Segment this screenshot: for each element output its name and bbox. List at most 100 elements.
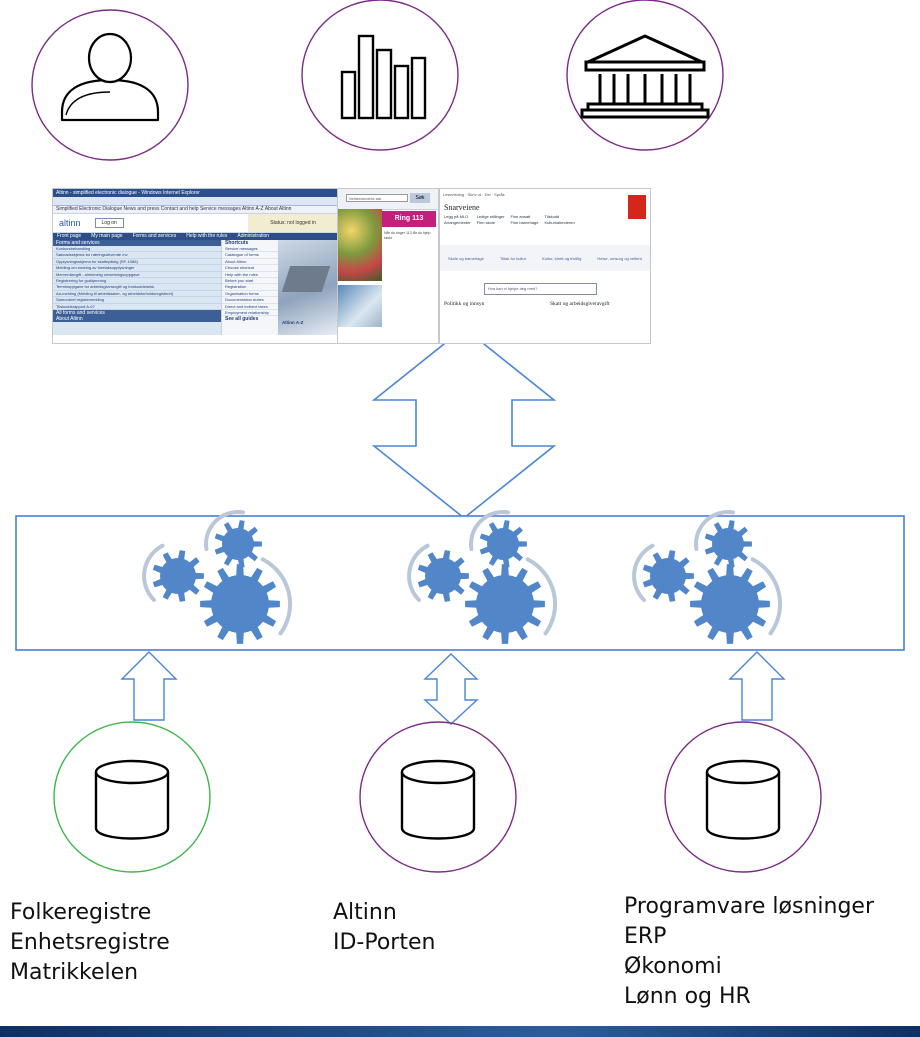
label-left-1: Enhetsregistre (10, 930, 170, 955)
gear-motion-arc (750, 557, 782, 636)
gear-icon (642, 550, 694, 602)
gear-group-3 (632, 510, 782, 644)
gear-icon (479, 520, 527, 568)
label-right-1: ERP (624, 924, 667, 949)
shortcut-row: Employment relationship (222, 310, 278, 317)
gear-icon (152, 550, 204, 602)
about-footer: About Altinn (53, 316, 221, 323)
altinn-tab: Front page (57, 233, 82, 239)
reg-link: Kulturkalenderen (544, 220, 575, 225)
shortcut-row: Help with the rules (222, 272, 278, 279)
double-arrow-large (371, 326, 557, 520)
double-arrow-middle (423, 653, 479, 725)
chart-circle (301, 0, 459, 151)
shortcut-row: Catalogue of forms (222, 252, 278, 259)
ring-text: Når du ringer 113 får du hjelp raskt (384, 231, 431, 240)
ring-banner: Ring 113 (382, 211, 436, 227)
reg-heading: Snarveiene (444, 203, 480, 212)
reg-link: Finn ansatt (510, 214, 531, 219)
altinn-tab: Administration (237, 233, 270, 239)
gear-icon (465, 564, 545, 644)
forms-heading: Forms and services (53, 240, 221, 246)
gear-icon (704, 520, 752, 568)
form-row: Melding om endring av foretaksopplysning… (53, 265, 221, 272)
database-icon (400, 759, 476, 840)
gear-motion-arc (204, 510, 245, 551)
reg-icon-label: Kultur, idrett og frivillig (542, 255, 582, 261)
reg-section-2: Skatt og arbeidsgiveravgift (550, 301, 610, 307)
reg-link: Finn barnehage (510, 220, 539, 225)
guides-footer: See all guides (225, 316, 259, 323)
person-circle (31, 9, 189, 161)
form-row: Terminoppgave for arbeidsgiveravgift og … (53, 284, 221, 291)
reg-topbar: Lesevisning · Skriv ut · Del · Språk (443, 192, 505, 197)
shortcut-row: About Altinn (222, 259, 278, 266)
laptop-image (281, 266, 331, 292)
shortcut-row: Choose shortcut (222, 265, 278, 272)
gear-group-1 (142, 510, 292, 644)
gear-motion-arc (407, 543, 430, 602)
label-right-0: Programvare løsninger (624, 894, 874, 919)
shortcuts-heading: Shortcuts (225, 240, 249, 246)
reg-icon-label: Helse, omsorg og velferd (597, 255, 642, 261)
laptop-photo: Altinn A-Z (278, 240, 338, 335)
building-circle (566, 0, 724, 151)
bar-chart-icon (340, 34, 427, 120)
form-row: Samordnet registermelding (53, 297, 221, 304)
reg-link: Arrangementer (444, 220, 471, 225)
reg-link: Tilskudd (544, 214, 560, 219)
mid-search-button: Søk (410, 193, 430, 203)
emergency-screenshot: Nettstedsindeks søk Søk Ring 113 Når du … (337, 188, 439, 344)
gear-motion-arc (525, 557, 557, 636)
altinn-az: Altinn A-Z (282, 320, 304, 325)
altinn-logo: altinn (59, 218, 81, 228)
form-row: Søknadsskjema for næringsdrivende mv (53, 252, 221, 259)
window-title: Altinn - simplified electronic dialogue … (53, 189, 338, 197)
label-left-2: Matrikkelen (10, 960, 139, 985)
top-menu: Simplified Electronic Dialogue News and … (53, 206, 338, 214)
gear-icon (200, 564, 280, 644)
label-right-3: Lønn og HR (624, 984, 751, 1009)
database-folkeregistre (53, 721, 211, 873)
up-arrow-left (120, 651, 178, 721)
reg-search-field: Hva kan vi hjelpe deg med? (484, 283, 597, 295)
form-row: Konkursbehandling (53, 246, 221, 253)
reg-logo (628, 195, 646, 219)
form-row: Aa-melding (Melding til arbeidstaker- og… (53, 291, 221, 298)
brand-row: altinn Log on Status: not logged in (53, 214, 338, 233)
reg-link: Ledige stillinger (476, 214, 505, 219)
altinn-tab: My main page (91, 233, 123, 239)
label-middle-0: Altinn (333, 900, 397, 925)
gear-group-2 (407, 510, 557, 644)
reg-icon-label: Skole og barnehage (448, 255, 484, 261)
gear-motion-arc (469, 510, 510, 551)
reg-section-1: Politikk og innsyn (444, 301, 485, 307)
second-photo (338, 285, 382, 327)
database-altinn (359, 721, 517, 873)
form-row: Registrering for godkjenning (53, 278, 221, 285)
login-status: Status: not logged in (248, 214, 338, 232)
gear-motion-arc (142, 543, 165, 602)
gear-icon (214, 520, 262, 568)
label-right-2: Økonomi (624, 954, 722, 979)
up-arrow-right (728, 651, 786, 721)
gear-groups (142, 510, 782, 644)
shortcut-row: Before you start (222, 278, 278, 285)
shortcut-row: Direct and indirect taxes (222, 304, 278, 311)
gear-motion-arc (260, 557, 292, 636)
shortcut-row: Organisation forms (222, 291, 278, 298)
reg-icon-label: Tiltak for kultur (499, 255, 527, 261)
shortcut-row: Service messages (222, 246, 278, 253)
altinn-screenshot: Altinn - simplified electronic dialogue … (52, 188, 339, 344)
database-programvare (664, 721, 822, 873)
label-middle-1: ID-Porten (333, 930, 436, 955)
reg-link: Finn skole (476, 220, 495, 225)
